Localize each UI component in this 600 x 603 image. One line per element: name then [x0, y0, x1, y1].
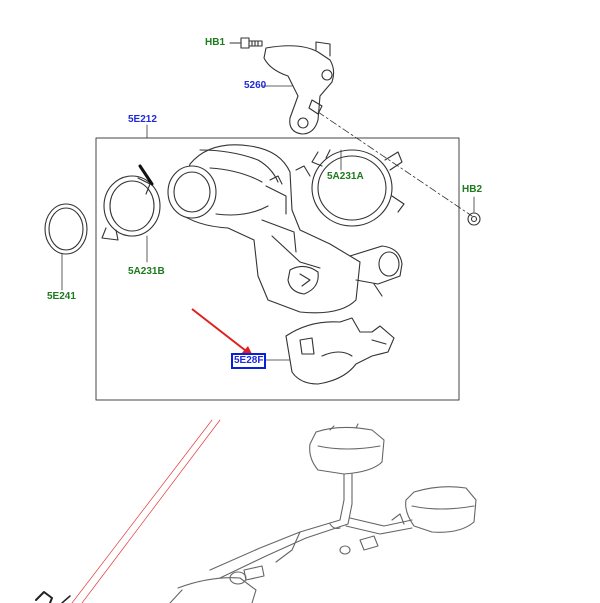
label-5260: 5260: [244, 80, 267, 91]
label-5a231b: 5A231B: [128, 266, 165, 277]
label-5a231a: 5A231A: [327, 171, 364, 182]
stud-hb2: [467, 196, 481, 226]
label-5e212: 5E212: [128, 114, 157, 125]
heat-shield-5e28f: [261, 317, 395, 385]
label-hb1: HB1: [205, 37, 226, 48]
bolt-hb1: [229, 37, 263, 49]
label-5e28f-highlighted[interactable]: 5E28F: [231, 353, 267, 369]
exhaust-system: [35, 423, 477, 603]
clamp-5a231a: [311, 149, 405, 227]
gasket-5e241: [44, 203, 88, 291]
assembly-frame: [95, 137, 460, 401]
label-hb2: HB2: [462, 184, 483, 195]
bracket-5260: [261, 41, 335, 135]
catalytic-converter-5e212: [146, 124, 403, 314]
red-arrow-icon: [191, 308, 254, 358]
red-reference-lines: [71, 419, 221, 603]
label-5e241: 5E241: [47, 291, 76, 302]
clamp-5a231b: [101, 164, 161, 263]
